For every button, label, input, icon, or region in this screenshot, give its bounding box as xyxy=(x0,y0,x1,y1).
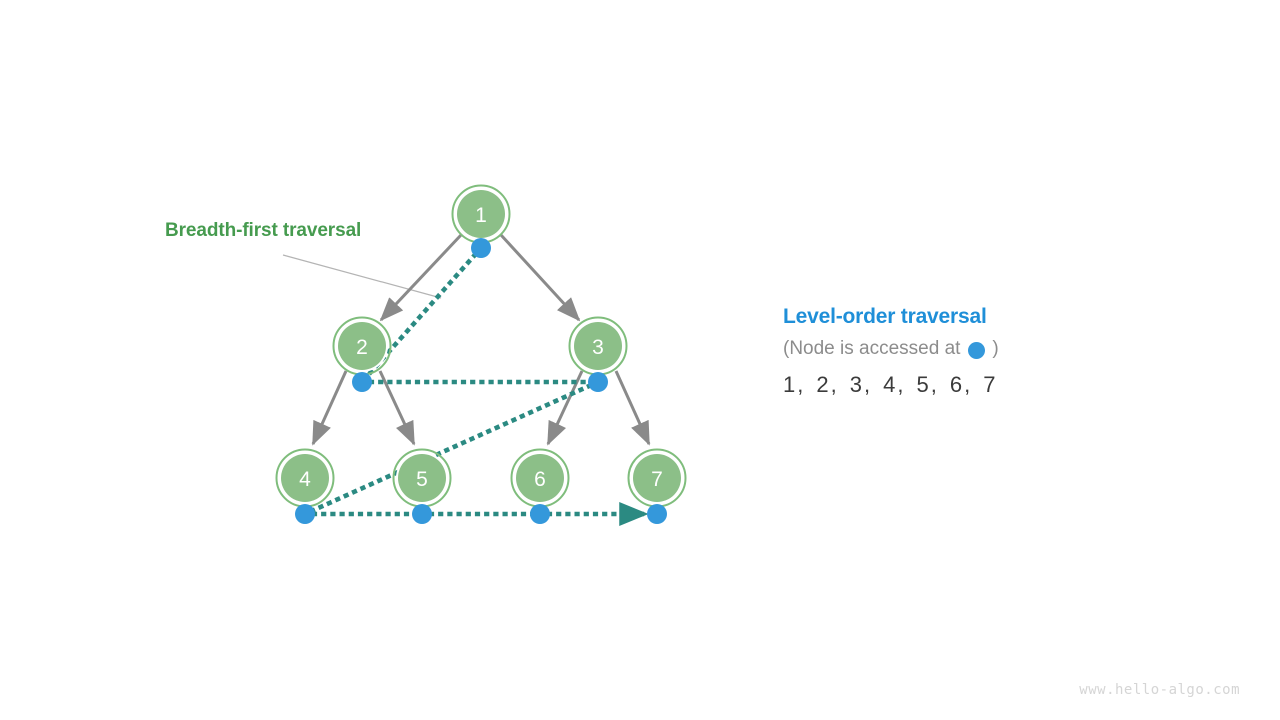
sequence-separator: , xyxy=(964,372,971,397)
tree-node-7-label: 7 xyxy=(651,468,663,491)
sequence-item: 3 xyxy=(849,372,862,397)
sequence-item: 2 xyxy=(816,372,829,397)
visit-dots xyxy=(295,238,667,524)
path-3-4 xyxy=(301,378,602,518)
visit-dot-2[interactable] xyxy=(352,372,372,392)
tree-node-3-label: 3 xyxy=(592,336,604,359)
sequence-item: 6 xyxy=(949,372,963,397)
tree-node-6-label: 6 xyxy=(534,468,546,491)
tree-node-3[interactable]: 3 xyxy=(568,316,628,376)
tree-node-4[interactable]: 4 xyxy=(275,448,335,508)
tree-node-5-label: 5 xyxy=(416,468,428,491)
site-watermark: www.hello-algo.com xyxy=(1079,682,1240,698)
visit-dot-6[interactable] xyxy=(530,504,550,524)
tree-node-6[interactable]: 6 xyxy=(510,448,570,508)
visit-dot-5[interactable] xyxy=(412,504,432,524)
sequence-separator: , xyxy=(897,372,904,397)
visit-dot-7[interactable] xyxy=(647,504,667,524)
sequence-item: 1 xyxy=(783,372,796,397)
tree-node-7[interactable]: 7 xyxy=(627,448,687,508)
legend-note-prefix: (Node is accessed at xyxy=(783,338,961,359)
visit-dot-icon xyxy=(968,341,986,359)
sequence-separator: , xyxy=(930,372,937,397)
legend-note-suffix: ) xyxy=(992,338,999,359)
edge-2-4 xyxy=(311,370,348,446)
caption-leader-line xyxy=(282,254,442,299)
sequence-separator: , xyxy=(830,372,837,397)
legend-note: (Node is accessed at ) xyxy=(783,337,1203,361)
tree-node-1-label: 1 xyxy=(475,204,487,227)
sequence-item: 4 xyxy=(883,372,896,397)
sequence-separator: , xyxy=(797,372,804,397)
breadth-first-traversal-caption: Breadth-first traversal xyxy=(165,220,362,241)
sequence-item: 7 xyxy=(983,372,996,397)
tree-node-2[interactable]: 2 xyxy=(332,316,392,376)
visit-dot-3[interactable] xyxy=(588,372,608,392)
legend-title: Level-order traversal xyxy=(783,305,987,328)
edge-1-2 xyxy=(379,233,463,322)
tree-node-1[interactable]: 1 xyxy=(451,184,511,244)
legend-panel: Level-order traversal (Node is accessed … xyxy=(783,304,1203,399)
edge-3-7 xyxy=(614,370,651,446)
traversal-sequence: 1,2,3,4,5,6,7 xyxy=(783,371,1203,399)
tree-node-2-label: 2 xyxy=(356,336,368,359)
sequence-separator: , xyxy=(864,372,871,397)
tree-nodes: 1 2 3 4 xyxy=(275,184,687,508)
tree-node-4-label: 4 xyxy=(299,468,311,491)
sequence-item: 5 xyxy=(916,372,929,397)
visit-dot-4[interactable] xyxy=(295,504,315,524)
edge-1-3 xyxy=(499,233,581,322)
tree-node-5[interactable]: 5 xyxy=(392,448,452,508)
edge-2-5 xyxy=(378,370,416,446)
visit-dot-1[interactable] xyxy=(471,238,491,258)
